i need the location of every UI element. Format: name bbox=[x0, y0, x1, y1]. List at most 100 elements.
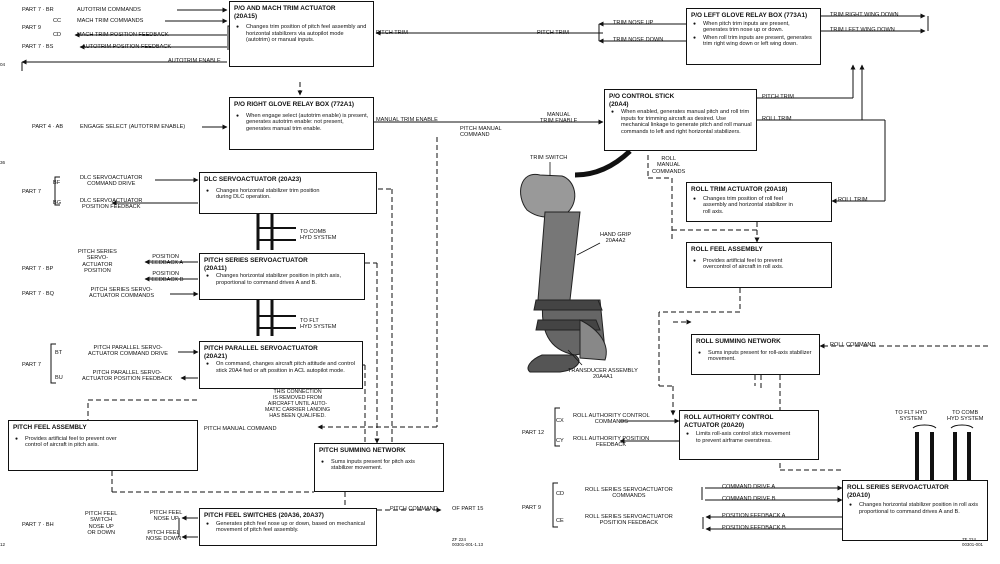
pitch-trim-label-3: PITCH TRIM bbox=[762, 94, 794, 100]
rss-commands-label: ROLL SERIES SERVOACTUATOR COMMANDS bbox=[585, 487, 673, 500]
autotrim-enable-label: AUTOTRIM ENABLE bbox=[168, 58, 221, 64]
pitch-series-servo-position-label: PITCH SERIES SERVO- ACTUATOR POSITION bbox=[78, 249, 117, 275]
pitch-summing-network-box: PITCH SUMMING NETWORK Sums inputs presen… bbox=[314, 443, 444, 492]
roll-manual-commands-label: ROLL MANUAL COMMANDS bbox=[652, 156, 686, 175]
pitch-mach-trim-actuator-box: P/O AND MACH TRIM ACTUATOR (20A15) Chang… bbox=[229, 1, 374, 67]
pitch-feel-assembly-box: PITCH FEEL ASSEMBLY Provides artificial … bbox=[8, 420, 198, 471]
rac-feedback-label: ROLL AUTHORITY POSITION FEEDBACK bbox=[573, 436, 650, 449]
box-desc: Sums inputs present for roll-axis stabil… bbox=[696, 350, 815, 363]
callout-lines bbox=[549, 162, 601, 366]
connection-note: THIS CONNECTION IS REMOVED FROM AIRCRAFT… bbox=[265, 389, 331, 419]
command-drive-a-label: COMMAND DRIVE A bbox=[722, 484, 776, 490]
part7-dlc-label: PART 7 bbox=[22, 189, 41, 195]
roll-series-servoactuator-box: ROLL SERIES SERVOACTUATOR (20A10) Change… bbox=[842, 480, 988, 541]
of-part15-label: OF PART 15 bbox=[452, 506, 484, 512]
to-comb-hyd-label: TO COMB HYD SYSTEM bbox=[300, 229, 337, 242]
transducer-label: TRANSDUCER ASSEMBLY 20A4A1 bbox=[568, 368, 638, 381]
roll-trim-label-2: ROLL TRIM bbox=[838, 197, 868, 203]
roll-trim-label-1: ROLL TRIM bbox=[762, 116, 792, 122]
box-title: P/O CONTROL STICK (20A4) bbox=[609, 93, 675, 108]
box-desc: Provides artificial feel to prevent over… bbox=[13, 436, 193, 449]
trim-left-wing-down-label: TRIM LEFT WING DOWN bbox=[830, 27, 895, 33]
ce-label: CE bbox=[556, 518, 564, 524]
roll-authority-control-box: ROLL AUTHORITY CONTROL ACTUATOR (20A20) … bbox=[679, 410, 819, 460]
autotrim-commands-label: AUTOTRIM COMMANDS bbox=[77, 7, 141, 13]
box-title: PITCH FEEL SWITCHES (20A36, 20A37) bbox=[204, 512, 324, 519]
box-desc: On command, changes aircraft pitch attit… bbox=[204, 361, 358, 374]
dlc-feedback-label: DLC SERVOACTUATOR POSITION FEEDBACK bbox=[80, 198, 143, 211]
part9-roll-label: PART 9 bbox=[522, 505, 541, 511]
box-title: P/O LEFT GLOVE RELAY BOX (773A1) bbox=[691, 12, 808, 19]
box-desc: Changes horizontal stabilizer trim posit… bbox=[204, 188, 372, 201]
box-title: ROLL TRIM ACTUATOR (20A18) bbox=[691, 186, 788, 193]
part12-label: PART 12 bbox=[522, 430, 545, 436]
box-desc: Sums inputs present for pitch axis stabi… bbox=[319, 459, 439, 472]
bf-label: BF bbox=[53, 180, 61, 186]
box-desc: When pitch trim inputs are present, gene… bbox=[691, 21, 816, 34]
box-title: PITCH PARALLEL SERVOACTUATOR (20A21) bbox=[204, 345, 318, 360]
command-drive-b-label: COMMAND DRIVE B bbox=[722, 496, 776, 502]
dlc-command-label: DLC SERVOACTUATOR COMMAND DRIVE bbox=[80, 175, 143, 188]
trim-switch-label: TRIM SWITCH bbox=[530, 155, 568, 161]
margin-mark-36: 36 bbox=[0, 160, 6, 165]
box-title: PITCH SERIES SERVOACTUATOR (20A11) bbox=[204, 257, 308, 272]
part7-pps-label: PART 7 bbox=[22, 362, 41, 368]
pitch-feel-nose-down-label: PITCH FEEL NOSE DOWN bbox=[146, 530, 182, 543]
margin-mark-12: 12 bbox=[0, 542, 6, 547]
trim-nose-down-label: TRIM NOSE DOWN bbox=[613, 37, 664, 43]
pitch-feel-switch-label: PITCH FEEL SWITCH NOSE UP OR DOWN bbox=[85, 511, 118, 537]
box-title: ROLL AUTHORITY CONTROL ACTUATOR (20A20) bbox=[684, 414, 774, 429]
cy-label: CY bbox=[556, 438, 564, 444]
box-desc: When engage select (autotrim enable) is … bbox=[234, 113, 369, 133]
figure-code-left: ZF 224 00301-001-1.13 bbox=[452, 537, 484, 547]
cc-label: CC bbox=[53, 18, 62, 24]
rac-commands-label: ROLL AUTHORITY CONTROL COMMANDS bbox=[573, 413, 650, 426]
roll-trim-actuator-box: ROLL TRIM ACTUATOR (20A18) Changes trim … bbox=[686, 182, 832, 222]
cd-label: CD bbox=[53, 32, 62, 38]
bg-label: BG bbox=[53, 200, 62, 206]
pitch-parallel-servoactuator-box: PITCH PARALLEL SERVOACTUATOR (20A21) On … bbox=[199, 341, 363, 389]
part9-label: PART 9 bbox=[22, 25, 41, 31]
rss-feedback-label: ROLL SERIES SERVOACTUATOR POSITION FEEDB… bbox=[585, 514, 673, 527]
box-desc-2: When roll trim inputs are present, gener… bbox=[691, 35, 816, 48]
pitch-trim-label-1: PITCH TRIM bbox=[376, 30, 408, 36]
pps-command-label: PITCH PARALLEL SERVO- ACTUATOR COMMAND D… bbox=[88, 345, 168, 358]
control-stick-illustration bbox=[520, 173, 607, 373]
manual-trim-enable-label-2: MANUAL TRIM ENABLE bbox=[540, 112, 578, 125]
part7bs-label: PART 7 · BS bbox=[22, 44, 54, 50]
figure-code-right: ZF 224 00301-001 bbox=[962, 537, 983, 547]
box-desc: Limits roll-axis control stick movement … bbox=[684, 431, 814, 444]
to-comb-hyd-label-2: TO COMB HYD SYSTEM bbox=[947, 410, 984, 423]
part4ab-label: PART 4 · AB bbox=[32, 124, 64, 130]
to-flt-hyd-label: TO FLT HYD SYSTEM bbox=[300, 318, 337, 331]
roll-summing-network-box: ROLL SUMMING NETWORK Sums inputs present… bbox=[691, 334, 820, 375]
cd-roll-label: CD bbox=[556, 491, 565, 497]
box-title: ROLL SERIES SERVOACTUATOR (20A10) bbox=[847, 484, 949, 499]
box-title: ROLL FEEL ASSEMBLY bbox=[691, 246, 763, 253]
box-desc: Changes trim position of pitch feel asse… bbox=[234, 24, 369, 44]
control-stick-box: P/O CONTROL STICK (20A4) When enabled, g… bbox=[604, 89, 757, 151]
pss-commands-label: PITCH SERIES SERVO- ACTUATOR COMMANDS bbox=[89, 287, 155, 300]
box-desc: Changes trim position of roll feel assem… bbox=[691, 196, 827, 216]
margin-mark-04: 04 bbox=[0, 62, 6, 67]
position-feedback-a-label: POSITION FEEDBACK A bbox=[148, 254, 184, 267]
pitch-trim-label-2: PITCH TRIM bbox=[537, 30, 569, 36]
mach-trim-feedback-label: MACH TRIM POSITION FEEDBACK bbox=[77, 32, 169, 38]
manual-trim-enable-label: MANUAL TRIM ENABLE bbox=[376, 117, 438, 123]
position-feedback-a-label-2: POSITION FEEDBACK A bbox=[722, 513, 786, 519]
box-title: P/O AND MACH TRIM ACTUATOR (20A15) bbox=[234, 5, 336, 20]
pitch-series-servoactuator-box: PITCH SERIES SERVOACTUATOR (20A11) Chang… bbox=[199, 253, 365, 300]
box-title: PITCH SUMMING NETWORK bbox=[319, 447, 406, 454]
pitch-command-label: PITCH COMMAND bbox=[390, 506, 438, 512]
pps-feedback-label: PITCH PARALLEL SERVO- ACTUATOR POSITION … bbox=[82, 370, 173, 383]
bu-label: BU bbox=[55, 375, 63, 381]
part7bp-label: PART 7 · BP bbox=[22, 266, 54, 272]
part7br-label: PART 7 · BR bbox=[22, 7, 54, 13]
trim-right-wing-down-label: TRIM RIGHT WING DOWN bbox=[830, 12, 899, 18]
to-flt-hyd-label-2: TO FLT HYD SYSTEM bbox=[895, 410, 928, 423]
box-desc: Changes horizontal stabilizer position i… bbox=[204, 273, 360, 286]
box-desc: Changes horizontal stabilizer position i… bbox=[847, 502, 983, 515]
hand-grip-label: HAND GRIP 20A4A2 bbox=[600, 232, 632, 245]
